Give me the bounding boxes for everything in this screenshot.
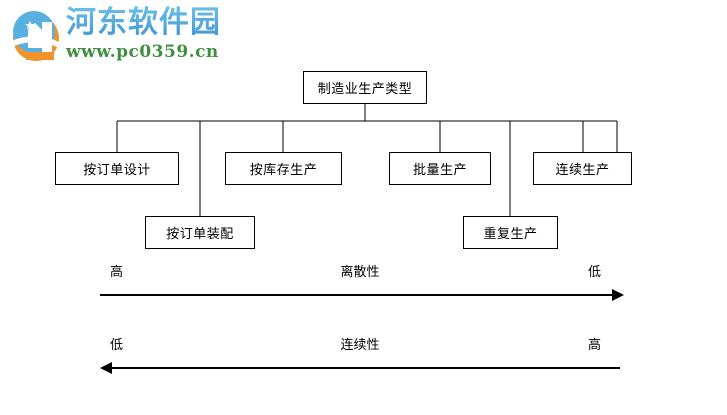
brand-url: www.pc0359.cn (66, 42, 219, 62)
node-continuous-production[interactable]: 连续生产 (533, 152, 632, 185)
node-assemble-to-order[interactable]: 按订单装配 (145, 216, 255, 249)
node-make-to-stock[interactable]: 按库存生产 (225, 152, 342, 185)
watermark-text: 河东软件园 www.pc0359.cn (66, 6, 236, 68)
brand-name: 河东软件园 (66, 6, 236, 40)
continuity-axis-left-label: 低 (110, 338, 124, 353)
continuity-axis-right-label: 高 (587, 338, 601, 353)
hedong-logo-icon (10, 11, 62, 61)
discreteness-axis-center-label: 离散性 (340, 265, 380, 280)
node-root[interactable]: 制造业生产类型 (303, 71, 427, 104)
discreteness-axis-left-label: 高 (110, 265, 124, 280)
continuity-axis-arrow (100, 362, 620, 374)
node-design-to-order[interactable]: 按订单设计 (55, 152, 179, 185)
node-repetitive-production[interactable]: 重复生产 (463, 216, 558, 249)
discreteness-axis-right-label: 低 (587, 265, 601, 280)
site-watermark: 河东软件园 www.pc0359.cn (4, 2, 234, 70)
node-batch-production[interactable]: 批量生产 (389, 152, 491, 185)
continuity-axis-center-label: 连续性 (340, 338, 380, 353)
discreteness-axis-arrow (100, 289, 624, 301)
